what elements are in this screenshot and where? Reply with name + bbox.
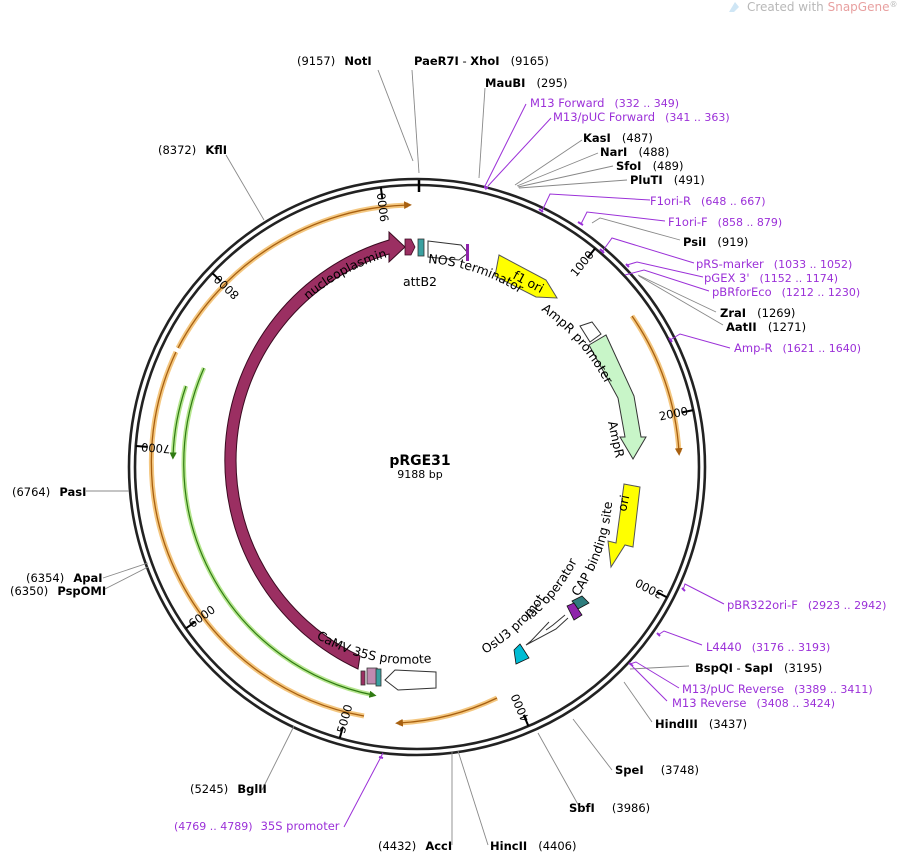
- primer-marks: [378, 186, 686, 759]
- site-apai[interactable]: (6354) ApaI: [26, 567, 103, 586]
- nucleoplasmin-nls-feature[interactable]: [404, 238, 416, 256]
- primer-m13-reverse[interactable]: M13 Reverse(3408 .. 3424): [672, 696, 835, 710]
- primer-m13-puc-reverse[interactable]: M13/pUC Reverse(3389 .. 3411): [682, 682, 873, 696]
- tick-mark: [379, 187, 384, 200]
- primer-leaders: [343, 103, 731, 828]
- watermark-brand: SnapGene: [828, 0, 890, 14]
- site-pspomi[interactable]: (6350) PspOMI: [10, 580, 106, 599]
- attb2-feature[interactable]: [417, 238, 425, 257]
- tick-mark: [338, 726, 344, 739]
- site-pasi[interactable]: (6764) PasI: [12, 481, 86, 500]
- site-sbfi[interactable]: SbfI (3986): [569, 797, 650, 816]
- lac-mcs-lines: [525, 614, 569, 646]
- site-kasi[interactable]: KasI (487): [583, 127, 653, 146]
- site-zrai[interactable]: ZraI (1269): [720, 302, 795, 321]
- tick-mark: [681, 409, 694, 414]
- tick-label: 2000: [658, 404, 690, 424]
- camv-attb-feature: [375, 668, 382, 687]
- primer-35s-promoter[interactable]: (4769 .. 4789)35S promoter: [174, 819, 340, 833]
- backbone-outer: [127, 177, 707, 757]
- snapgene-logo-icon: [729, 2, 739, 12]
- site-bspqi-sapi[interactable]: BspQI - SapI (3195): [695, 657, 822, 676]
- primer-m13-forward[interactable]: M13 Forward(332 .. 349): [530, 96, 679, 110]
- primer-m13-puc-forward[interactable]: M13/pUC Forward(341 .. 363): [553, 110, 730, 124]
- primer-l4440[interactable]: L4440(3176 .. 3193): [706, 640, 830, 654]
- orf-arc-bottom: [398, 695, 499, 726]
- primer-prs-marker[interactable]: pRS-marker(1033 .. 1052): [696, 257, 852, 271]
- site-spei[interactable]: SpeI (3748): [615, 759, 699, 778]
- svg-text:CAP binding site: CAP binding site: [568, 501, 615, 599]
- svg-text:Created with SnapGene®: Created with SnapGene®: [747, 0, 897, 14]
- site-sfoi[interactable]: SfoI (489): [616, 155, 684, 174]
- watermark-text: Created with: [747, 0, 824, 14]
- tick-mark: [211, 272, 222, 283]
- site-hincii[interactable]: HincII (4406): [490, 835, 576, 854]
- tick-label: 9000: [374, 192, 392, 223]
- primer-pgex-3[interactable]: pGEX 3'(1152 .. 1174): [704, 271, 838, 285]
- plasmid-length: 9188 bp: [397, 468, 442, 481]
- feature-label-cap: CAP binding site: [568, 501, 615, 599]
- f1-ori-feature[interactable]: [494, 254, 558, 299]
- orf-arc-left: [148, 350, 365, 719]
- tick-mark: [135, 445, 148, 448]
- primer-amp-r[interactable]: Amp-R(1621 .. 1640): [734, 341, 861, 355]
- tick-mark: [586, 247, 596, 259]
- camv-nls-feature: [360, 670, 366, 686]
- lac-operator-feature[interactable]: [566, 602, 583, 621]
- site-hindiii[interactable]: HindIII (3437): [655, 713, 747, 732]
- feature-label-cas9: Cas9: [198, 426, 217, 459]
- tick-mark: [522, 714, 530, 727]
- nos-terminator-feature[interactable]: [427, 240, 469, 261]
- feature-label-ori: ori: [614, 494, 632, 513]
- ampr-promoter-feature[interactable]: [579, 321, 602, 343]
- site-bglii[interactable]: (5245) BglII: [190, 778, 267, 797]
- nos-primer-bar: [466, 244, 469, 261]
- site-psii[interactable]: PsiI (919): [683, 231, 748, 250]
- site-nari[interactable]: NarI (488): [600, 141, 669, 160]
- primer-f1ori-f[interactable]: F1ori-F(858 .. 879): [668, 215, 782, 229]
- tick-mark: [655, 590, 668, 599]
- primer-pbrforeco[interactable]: pBRforEco(1212 .. 1230): [712, 285, 860, 299]
- site-acci[interactable]: (4432) AccI: [378, 835, 452, 854]
- site-aatii[interactable]: AatII (1271): [726, 316, 806, 335]
- osu3-promoter-feature[interactable]: [513, 643, 530, 665]
- backbone-inner: [133, 183, 701, 751]
- ampr-feature[interactable]: [588, 334, 647, 460]
- feature-label-attb2: attB2: [403, 274, 437, 289]
- orf-arc-top: [175, 202, 409, 350]
- site-paer7i-xhoi[interactable]: PaeR7I - XhoI (9165): [414, 50, 549, 69]
- tick-label: 4000: [508, 692, 532, 724]
- snapgene-watermark: Created with SnapGene®: [729, 0, 897, 14]
- primer-f1ori-r[interactable]: F1ori-R(648 .. 667): [650, 194, 766, 208]
- ori-feature[interactable]: [607, 483, 641, 569]
- site-pluti[interactable]: PluTI (491): [630, 169, 705, 188]
- camv-35s-promoter-feature[interactable]: [384, 669, 437, 691]
- plasmid-name: pRGE31: [389, 453, 450, 469]
- cas9-feature[interactable]: [224, 230, 406, 670]
- tick-label: 7000: [141, 440, 171, 456]
- watermark-mark: ®: [889, 0, 897, 9]
- primer-pbr322ori-f[interactable]: pBR322ori-F(2923 .. 2942): [727, 598, 886, 612]
- site-kfli[interactable]: (8372) KflI: [158, 139, 227, 158]
- tick-mark: [185, 620, 197, 630]
- tick-label: 3000: [633, 576, 665, 602]
- site-notI[interactable]: (9157) NotI: [297, 50, 372, 69]
- site-leaders: [86, 69, 724, 846]
- site-labels: (9157) NotI PaeR7I - XhoI (9165) MauBI (…: [10, 50, 822, 854]
- primer-labels: M13 Forward(332 .. 349) M13/pUC Forward(…: [174, 96, 886, 833]
- site-maubi[interactable]: MauBI (295): [485, 72, 567, 91]
